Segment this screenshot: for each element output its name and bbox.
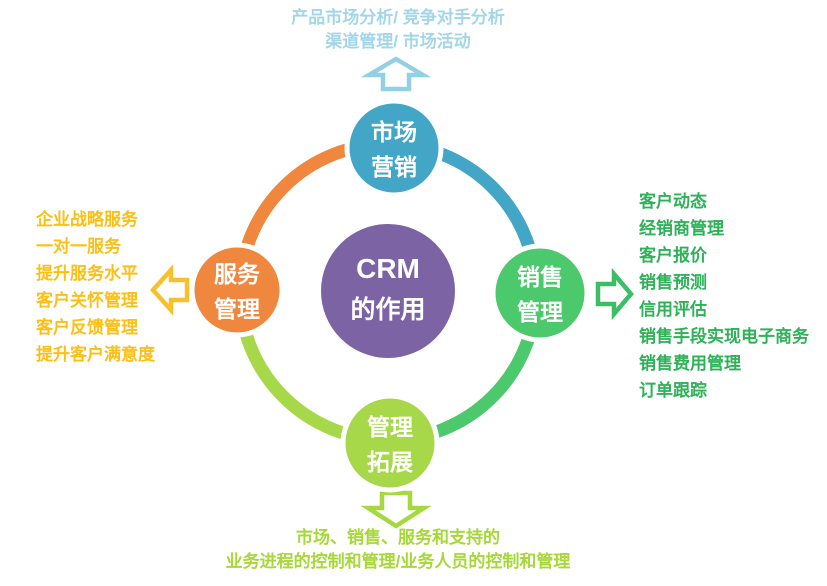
node-marketing-circle <box>344 98 444 198</box>
annotation-management: 市场、销售、服务和支持的 业务进程的控制和管理/业务人员的控制和管理 <box>98 526 698 574</box>
node-sales-label: 管理 <box>517 299 563 325</box>
node-service-label: 管理 <box>214 296 260 322</box>
list-item: 信用评估 <box>639 300 707 319</box>
node-marketing-label: 市场 <box>371 119 417 145</box>
list-item: 一对一服务 <box>36 237 121 256</box>
arrow-right-icon <box>595 267 634 321</box>
list-item: 客户报价 <box>639 246 707 265</box>
list-item: 经销商管理 <box>639 219 724 238</box>
list-item: 客户反馈管理 <box>36 318 138 337</box>
list-item: 销售费用管理 <box>639 354 741 373</box>
list-item: 提升服务水平 <box>36 264 138 283</box>
annotation-marketing: 产品市场分析/ 竞争对手分析 渠道管理/ 市场活动 <box>198 6 598 54</box>
node-sales-circle <box>490 243 590 343</box>
list-item: 销售预测 <box>639 273 707 292</box>
node-service-circle <box>189 242 285 338</box>
node-service-label: 服务 <box>214 261 261 287</box>
node-marketing-label: 营销 <box>371 154 417 180</box>
annotation-service-list: 企业战略服务 一对一服务 提升服务水平 客户关怀管理 客户反馈管理 提升客户满意… <box>36 206 155 368</box>
node-management-circle <box>340 393 440 493</box>
annotation-management-line: 市场、销售、服务和支持的 <box>296 528 500 547</box>
center-title: CRM <box>356 253 420 284</box>
arrow-left-icon <box>149 264 190 316</box>
list-item: 企业战略服务 <box>36 210 138 229</box>
annotation-management-line: 业务进程的控制和管理/业务人员的控制和管理 <box>225 552 571 571</box>
list-item: 提升客户满意度 <box>36 345 155 364</box>
node-sales-label: 销售 <box>517 264 563 290</box>
arrow-down-icon <box>360 490 432 529</box>
arrow-up-icon <box>360 56 432 92</box>
center-subtitle: 的作用 <box>350 295 425 324</box>
node-management-label: 管理 <box>367 414 413 440</box>
annotation-marketing-line: 渠道管理/ 市场活动 <box>325 32 471 51</box>
list-item: 客户动态 <box>639 192 707 211</box>
annotation-marketing-line: 产品市场分析/ 竞争对手分析 <box>291 8 505 27</box>
annotation-sales-list: 客户动态 经销商管理 客户报价 销售预测 信用评估 销售手段实现电子商务 销售费… <box>639 188 809 404</box>
node-management-label: 拓展 <box>367 449 413 475</box>
list-item: 客户关怀管理 <box>36 291 138 310</box>
list-item: 销售手段实现电子商务 <box>639 327 809 346</box>
list-item: 订单跟踪 <box>639 381 707 400</box>
center-circle <box>321 224 455 358</box>
